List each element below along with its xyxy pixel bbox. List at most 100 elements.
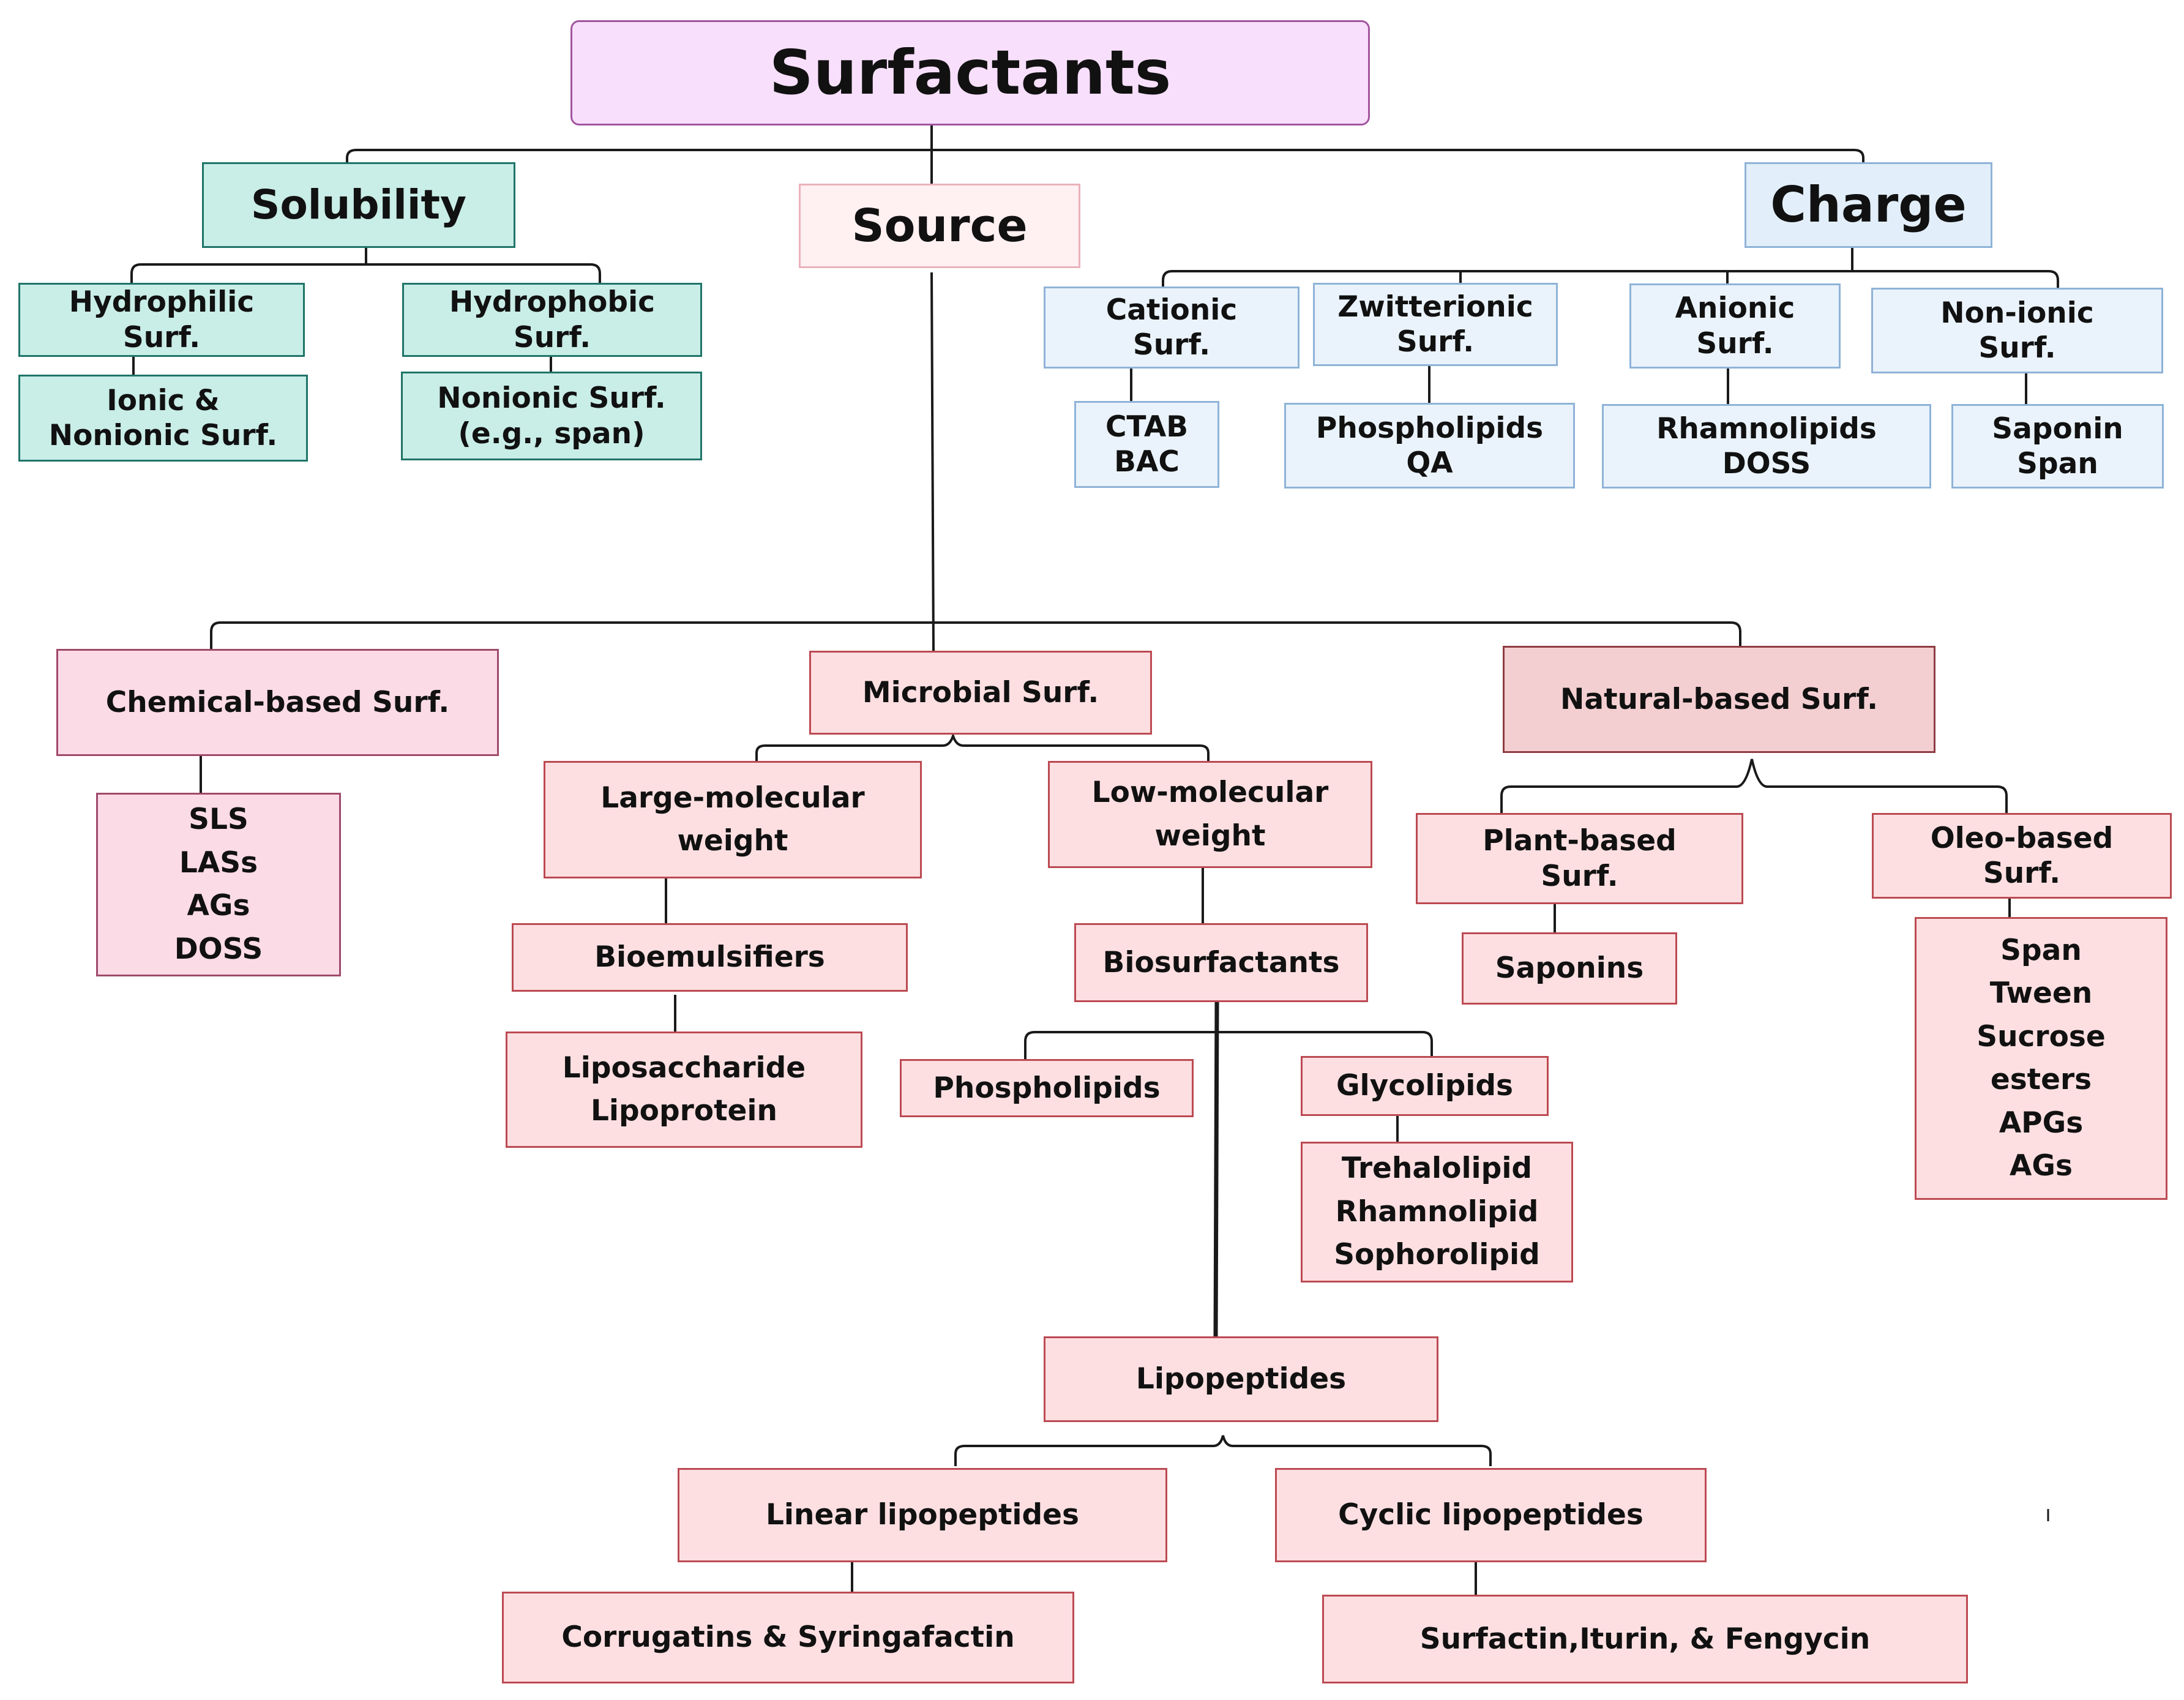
oleo-line-2: Surf. (1983, 856, 2061, 890)
category-source: Source (799, 184, 1080, 268)
glycolipids-label: Glycolipids (1336, 1069, 1514, 1103)
low-mw-line-1: Low-molecular (1091, 776, 1329, 809)
natural-label: Natural-based Surf. (1560, 682, 1878, 716)
node-chemical-based-surf: Chemical-based Surf. (56, 649, 499, 756)
node-nonionic-surf: Non-ionic Surf. (1871, 288, 2163, 373)
cyclic-examples-label: Surfactin,Iturin, & Fengycin (1419, 1622, 1871, 1656)
node-linear-lipopeptides: Linear lipopeptides (678, 1468, 1167, 1562)
node-zwitterionic-examples: Phospholipids QA (1284, 403, 1575, 489)
category-solubility: Solubility (202, 162, 515, 248)
node-cationic-examples: CTAB BAC (1074, 401, 1219, 488)
node-hydrophobic-line-2: Surf. (513, 320, 591, 354)
node-chemical-examples: SLS LASs AGs DOSS (96, 793, 341, 976)
node-zwitterionic-surf: Zwitterionic Surf. (1313, 283, 1558, 366)
node-anionic-examples: Rhamnolipids DOSS (1602, 404, 1931, 489)
node-hydrophobic-line-1: Hydrophobic (449, 285, 656, 320)
chemical-example-2: LASs (179, 845, 258, 880)
node-glycolipid-examples: Trehalolipid Rhamnolipid Sophorolipid (1301, 1142, 1573, 1282)
node-hydrophilic-examples: Ionic & Nonionic Surf. (18, 375, 308, 462)
category-charge: Charge (1745, 162, 1992, 248)
node-cationic-surf: Cationic Surf. (1044, 286, 1300, 369)
zwitterionic-line-1: Zwitterionic (1337, 290, 1533, 324)
anionic-line-2: Surf. (1696, 326, 1774, 361)
phospholipids-label: Phospholipids (933, 1071, 1161, 1105)
node-hydrophilic-line-2: Surf. (122, 320, 201, 354)
linear-examples-label: Corrugatins & Syringafactin (561, 1620, 1015, 1655)
chemical-example-1: SLS (189, 803, 249, 836)
node-large-molecular-weight: Large-molecular weight (544, 761, 922, 878)
node-bioemulsifier-examples: Liposaccharide Lipoprotein (506, 1032, 862, 1148)
cyclic-lipopeptides-label: Cyclic lipopeptides (1338, 1498, 1644, 1532)
oleo-example-6: AGs (2010, 1149, 2073, 1183)
anionic-example-1: Rhamnolipids (1656, 411, 1877, 446)
node-biosurfactants: Biosurfactants (1074, 923, 1368, 1002)
hydrophobic-example-1: Nonionic Surf. (437, 381, 666, 416)
node-microbial-surf: Microbial Surf. (809, 651, 1152, 735)
nonionic-example-1: Saponin (1992, 411, 2123, 446)
node-plant-based-surf: Plant-based Surf. (1416, 813, 1743, 904)
node-phospholipids: Phospholipids (900, 1059, 1194, 1117)
anionic-line-1: Anionic (1675, 291, 1795, 326)
cationic-line-1: Cationic (1105, 293, 1238, 327)
plant-examples-label: Saponins (1495, 951, 1644, 986)
zwitterionic-example-1: Phospholipids (1315, 411, 1544, 445)
lipopeptides-label: Lipopeptides (1135, 1362, 1347, 1396)
microbial-label: Microbial Surf. (862, 675, 1099, 710)
cationic-line-2: Surf. (1132, 328, 1211, 362)
chemical-example-3: AGs (187, 889, 250, 923)
bioemulsifier-example-1: Liposaccharide (562, 1050, 806, 1085)
hydrophilic-example-2: Nonionic Surf. (48, 419, 278, 452)
oleo-example-5: APGs (1999, 1106, 2084, 1140)
oleo-example-3: Sucrose (1976, 1019, 2106, 1054)
node-oleo-examples: Span Tween Sucrose esters APGs AGs (1915, 917, 2167, 1200)
large-mw-line-1: Large-molecular (600, 781, 865, 815)
nonionic-line-2: Surf. (1978, 331, 2056, 365)
nonionic-example-2: Span (2017, 447, 2098, 481)
category-charge-label: Charge (1770, 176, 1967, 234)
plant-line-1: Plant-based (1483, 824, 1677, 858)
hydrophilic-example-1: Ionic & (107, 383, 220, 418)
title-node-surfactants: Surfactants (570, 20, 1370, 125)
node-oleo-based-surf: Oleo-based Surf. (1872, 813, 2172, 899)
node-natural-based-surf: Natural-based Surf. (1503, 646, 1935, 753)
chemical-label: Chemical-based Surf. (105, 685, 450, 719)
glycolipid-example-3: Sophorolipid (1334, 1238, 1540, 1272)
node-lipopeptides: Lipopeptides (1044, 1336, 1438, 1422)
node-cyclic-lipopeptides: Cyclic lipopeptides (1275, 1468, 1707, 1562)
oleo-example-4: esters (1990, 1063, 2092, 1096)
glycolipid-example-1: Trehalolipid (1341, 1151, 1533, 1186)
linear-lipopeptides-label: Linear lipopeptides (765, 1498, 1080, 1532)
plant-line-2: Surf. (1541, 859, 1618, 893)
title-label: Surfactants (769, 37, 1172, 108)
glycolipid-example-2: Rhamnolipid (1335, 1194, 1539, 1229)
oleo-example-2: Tween (1989, 976, 2093, 1010)
bioemulsifiers-label: Bioemulsifiers (594, 940, 825, 975)
node-hydrophobic-examples: Nonionic Surf. (e.g., span) (401, 372, 702, 460)
category-source-label: Source (851, 199, 1028, 252)
node-anionic-surf: Anionic Surf. (1629, 283, 1841, 369)
biosurfactants-label: Biosurfactants (1102, 945, 1340, 979)
node-bioemulsifiers: Bioemulsifiers (512, 923, 908, 992)
node-hydrophilic-line-1: Hydrophilic (69, 285, 255, 320)
category-solubility-label: Solubility (250, 181, 467, 228)
node-glycolipids: Glycolipids (1301, 1056, 1549, 1116)
bioemulsifier-example-2: Lipoprotein (590, 1094, 778, 1128)
node-hydrophilic-surf: Hydrophilic Surf. (18, 283, 305, 357)
large-mw-line-2: weight (677, 824, 788, 858)
node-nonionic-examples: Saponin Span (1951, 404, 2164, 489)
anionic-example-2: DOSS (1722, 447, 1811, 481)
node-low-molecular-weight: Low-molecular weight (1048, 761, 1372, 868)
hydrophobic-example-2: (e.g., span) (458, 416, 645, 451)
cationic-example-1: CTAB (1105, 410, 1189, 444)
node-cyclic-examples: Surfactin,Iturin, & Fengycin (1322, 1595, 1968, 1683)
oleo-example-1: Span (2000, 933, 2082, 967)
low-mw-line-2: weight (1154, 818, 1266, 853)
oleo-line-1: Oleo-based (1930, 821, 2114, 855)
node-plant-examples: Saponins (1462, 932, 1677, 1005)
node-hydrophobic-surf: Hydrophobic Surf. (402, 283, 702, 357)
cationic-example-2: BAC (1114, 445, 1180, 479)
chemical-example-4: DOSS (174, 932, 263, 966)
zwitterionic-example-2: QA (1406, 446, 1453, 480)
node-linear-examples: Corrugatins & Syringafactin (502, 1592, 1074, 1683)
